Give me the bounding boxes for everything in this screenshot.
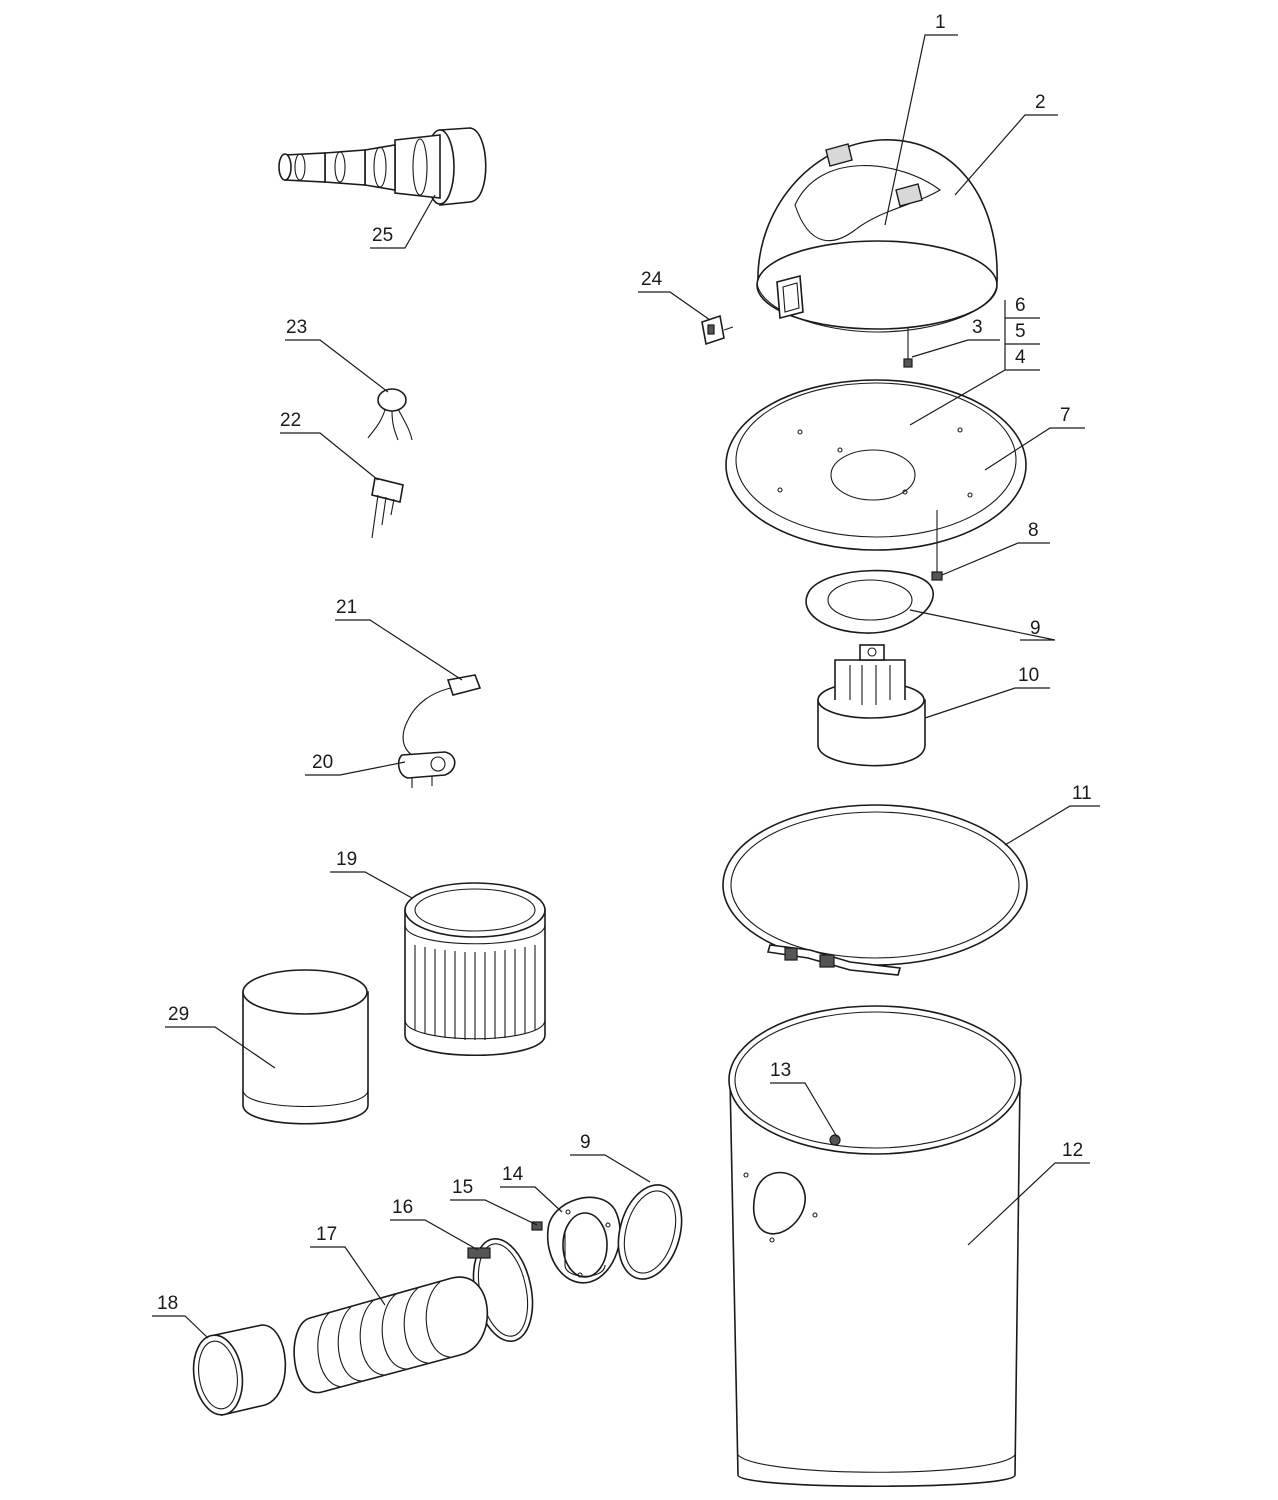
- part-gasket-upper: [805, 569, 934, 634]
- callout-25: 25: [372, 225, 393, 246]
- part-o-ring-lower: [617, 1184, 683, 1280]
- part-cartridge-filter: [404, 882, 546, 1057]
- callout-19: 19: [336, 849, 357, 870]
- callout-4: 4: [1015, 347, 1026, 368]
- part-stepped-adapter: [278, 127, 487, 206]
- part-nut-13: [829, 1134, 841, 1146]
- part-hose: [293, 1276, 489, 1394]
- part-drum: [728, 1005, 1022, 1488]
- callout-16: 16: [392, 1197, 413, 1218]
- part-screw-8: [931, 571, 943, 581]
- callout-2: 2: [1035, 92, 1046, 113]
- part-inlet-flange: [546, 1196, 621, 1284]
- part-clamp-ring: [722, 804, 1028, 976]
- callout-5: 5: [1015, 321, 1026, 342]
- callout-labels: 1 2 3 4 5 6 7 8 9 10 11 12 13 14 15 16 1…: [157, 12, 1092, 1314]
- callout-18: 18: [157, 1293, 178, 1314]
- callout-6: 6: [1015, 295, 1026, 316]
- callout-8: 8: [1028, 520, 1039, 541]
- callout-24: 24: [641, 269, 663, 290]
- part-connector: [371, 477, 404, 539]
- callout-29: 29: [168, 1004, 189, 1025]
- part-base-plate: [725, 379, 1027, 575]
- callout-20: 20: [312, 752, 333, 773]
- callout-9-upper: 9: [1030, 618, 1041, 639]
- callout-21: 21: [336, 597, 357, 618]
- callout-11: 11: [1072, 783, 1092, 804]
- part-cable-clip: [367, 388, 413, 441]
- callout-1: 1: [935, 12, 946, 33]
- callout-15: 15: [452, 1177, 473, 1198]
- part-motor: [817, 644, 926, 767]
- callout-3: 3: [972, 317, 983, 338]
- callout-leaders: [152, 34, 1100, 1339]
- callout-10: 10: [1018, 665, 1039, 686]
- callout-22: 22: [280, 410, 301, 431]
- callout-17: 17: [316, 1224, 337, 1245]
- part-filter-bag: [242, 969, 369, 1125]
- part-screw-3: [903, 358, 913, 368]
- callout-7: 7: [1060, 405, 1071, 426]
- callout-14: 14: [502, 1164, 524, 1185]
- part-rocker-switch: [701, 314, 734, 346]
- callout-23: 23: [286, 317, 307, 338]
- callout-9-lower: 9: [580, 1132, 591, 1153]
- part-float-switch: [397, 674, 482, 788]
- part-cuff: [192, 1324, 287, 1416]
- callout-13: 13: [770, 1060, 791, 1081]
- callout-12: 12: [1062, 1140, 1083, 1161]
- part-lid: [756, 139, 998, 333]
- part-screw-15: [531, 1221, 543, 1231]
